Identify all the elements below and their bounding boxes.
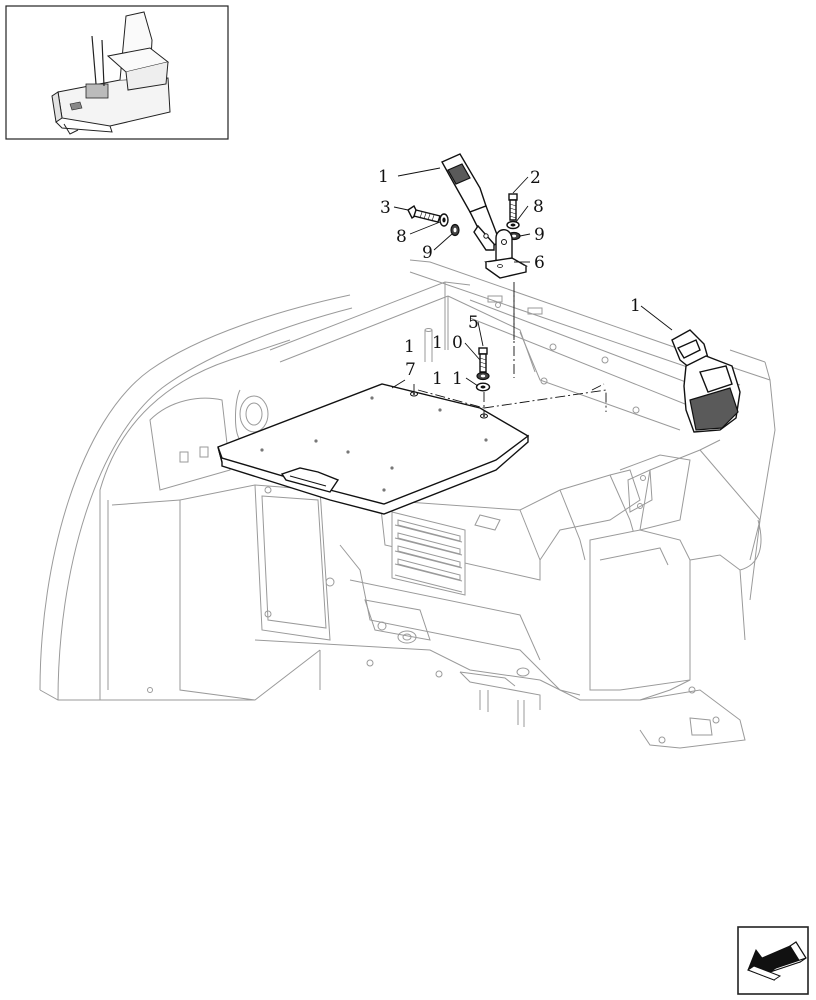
callout-11-digit-2: 1 <box>452 369 463 389</box>
callout-11-digit-1: 1 <box>432 369 443 389</box>
part-3-bolt <box>407 204 441 223</box>
part-5-washer <box>476 371 490 381</box>
previous-page-arrow-icon <box>746 941 807 981</box>
callout-8-left: 8 <box>396 227 407 247</box>
callout-2: 2 <box>530 168 541 188</box>
vent-grille <box>391 511 466 596</box>
callout-1-left: 1 <box>404 337 415 357</box>
previous-page-button[interactable] <box>737 926 809 995</box>
callout-3: 3 <box>380 198 391 218</box>
callout-9-right: 9 <box>534 225 545 245</box>
callout-10-digit-1: 1 <box>432 333 443 353</box>
callout-8-right: 8 <box>533 197 544 217</box>
leader-lines <box>391 167 673 389</box>
part-11-washer <box>475 382 491 392</box>
callout-6: 6 <box>534 253 545 273</box>
callout-10-digit-0: 0 <box>452 333 463 353</box>
part-1-seat-belt-buckle-right <box>671 329 741 433</box>
part-8-washer-left <box>439 213 449 227</box>
part-8-washer-right <box>506 220 520 230</box>
callout-7: 7 <box>405 360 416 380</box>
operator-seat-thumbnail-icon <box>51 11 171 135</box>
callout-1-right: 1 <box>630 296 641 316</box>
part-9-lock-washer-left <box>450 223 460 237</box>
callout-5: 5 <box>468 313 479 333</box>
part-7-floor-plate <box>217 383 530 515</box>
part-2-bolt <box>508 193 518 221</box>
thumbnail-frame <box>5 5 229 140</box>
part-6-mounting-bracket <box>484 229 528 279</box>
part-10-bolt <box>478 347 488 373</box>
callout-labels: 1 2 3 8 8 9 9 6 1 5 1 0 1 1 7 1 <box>378 167 641 389</box>
callout-9-left: 9 <box>422 243 433 263</box>
callout-1-upper: 1 <box>378 167 389 187</box>
assembly-centerlines <box>413 282 607 416</box>
cab-structure-outline <box>39 259 776 749</box>
